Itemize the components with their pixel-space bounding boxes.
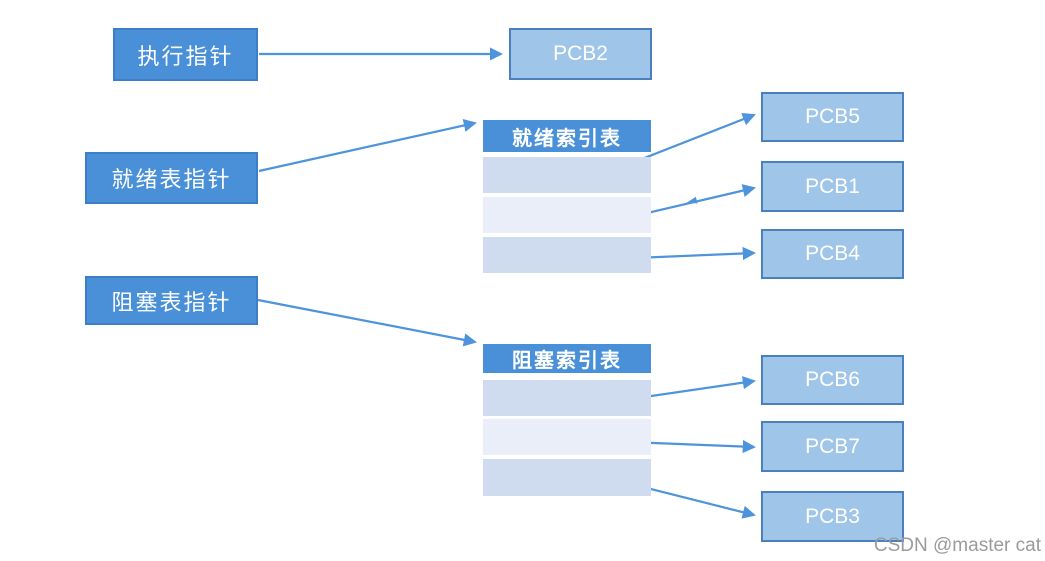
arrow-readyptr-to-readytable <box>258 118 477 173</box>
ready-index-table-header: 就绪索引表 <box>483 120 651 152</box>
blocked-index-table-row-1 <box>483 380 651 416</box>
exec-pointer-box: 执行指针 <box>113 28 258 81</box>
pcb-node-pcb5: PCB5 <box>761 92 904 142</box>
pcb-node-pcb2: PCB2 <box>509 28 652 80</box>
reverse-arrowhead-artifact <box>687 196 698 204</box>
pcb-node-pcb6: PCB6 <box>761 355 904 405</box>
pcb-node-pcb7: PCB7 <box>761 421 904 472</box>
blocked-index-table-row-2 <box>483 419 651 455</box>
ready-pointer-box: 就绪表指针 <box>85 152 258 204</box>
ready-index-table-row-3 <box>483 237 651 273</box>
arrow-blockedptr-to-blockedtable <box>257 298 477 347</box>
ready-index-table-row-1 <box>483 157 651 193</box>
blocked-index-table-row-3 <box>483 459 651 496</box>
pcb-node-pcb4: PCB4 <box>761 229 904 279</box>
pcb-node-pcb1: PCB1 <box>761 161 904 212</box>
blocked-index-table-header: 阻塞索引表 <box>483 344 651 373</box>
blocked-pointer-box: 阻塞表指针 <box>85 276 258 325</box>
csdn-watermark: CSDN @master cat <box>873 535 1041 556</box>
ready-index-table-row-2 <box>483 197 651 233</box>
pcb-node-pcb3: PCB3 <box>761 491 904 542</box>
